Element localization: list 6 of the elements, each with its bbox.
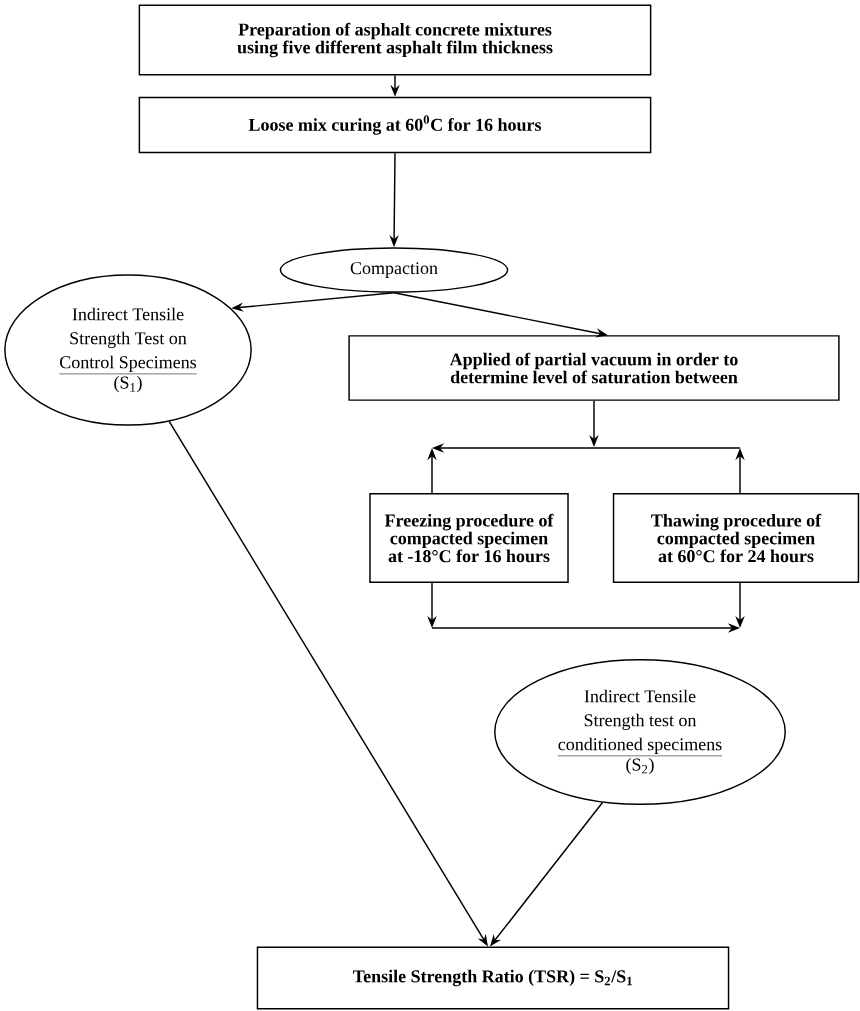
process-box: Thawing procedure of compacted specimen at 60°C for 24 hours xyxy=(612,493,860,583)
process-box: Freezing procedure of compacted specimen at -18°C for 16 hours xyxy=(369,493,569,583)
process-box: Loose mix curing at 60$^{0}$C for 16 hours xyxy=(138,96,652,154)
process-box: Preparation of asphalt concrete mixtures using five different asphalt film thickness xyxy=(138,4,652,76)
process-box: Applied of partial vacuum in order to determine level of saturation between xyxy=(348,335,840,401)
process-box: Tensile Strength Ratio (TSR) = S$_{2}$/S$_{1}$ xyxy=(256,946,730,1010)
